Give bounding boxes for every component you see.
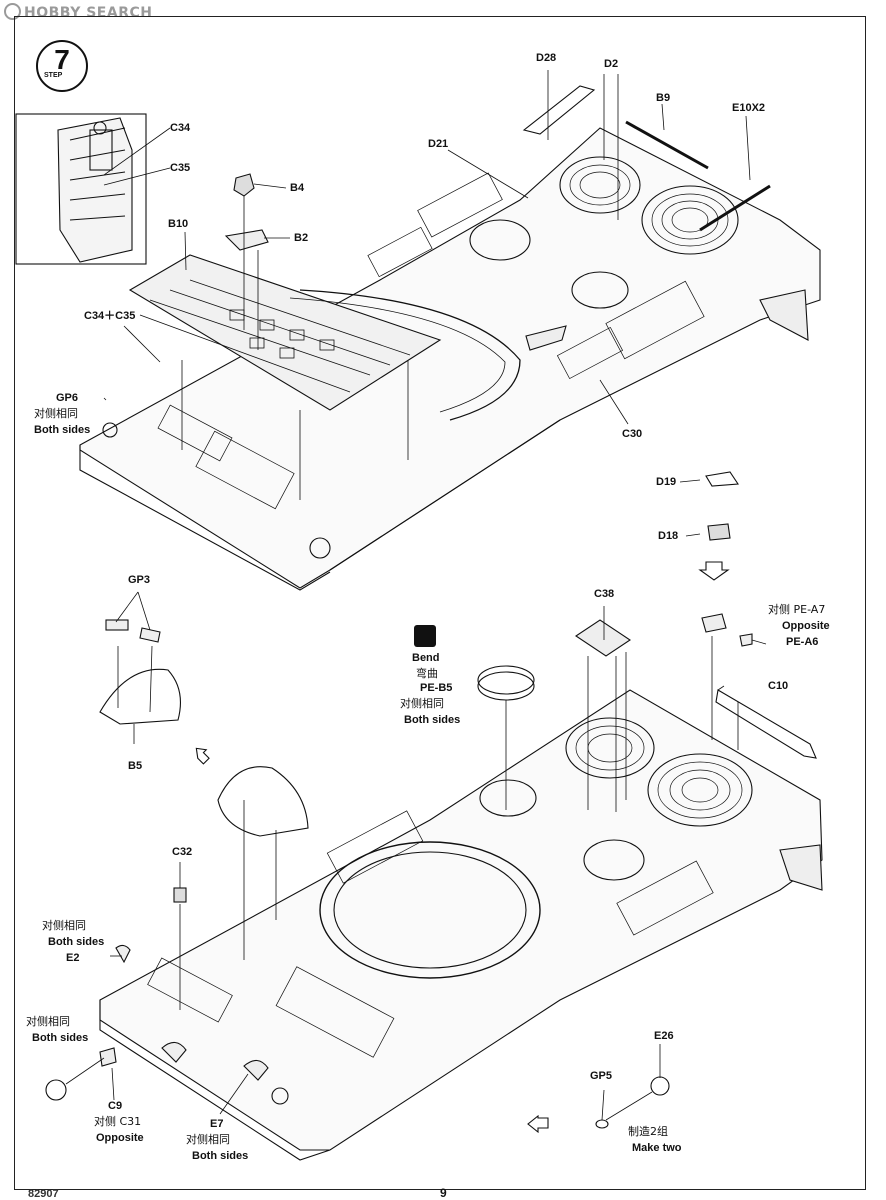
part-gp5 [595,1119,609,1129]
part-b2 [224,229,269,251]
part-e10 [699,184,771,232]
label-c32: C32 [172,846,193,858]
label-b9: B9 [656,92,671,104]
label-c30: C30 [622,428,643,440]
label-c35: C35 [170,162,191,174]
label-bend-en: Bend [412,652,440,664]
label-d28: D28 [536,52,557,64]
label-gp6-cn: 对侧相同 [34,407,78,420]
label-c9-side-en: Both sides [32,1032,89,1044]
arrow-down-icon [698,561,730,581]
label-d2: D2 [604,58,619,70]
bend-icon [414,625,436,647]
label-d21: D21 [428,138,449,150]
part-gp3-b [139,627,161,643]
part-d19 [705,471,739,487]
label-e7-cn: 对侧相同 [186,1133,230,1146]
part-e2 [115,944,131,964]
label-gp3: GP3 [128,574,151,586]
part-b9 [625,120,709,170]
label-make-two-cn: 制造2组 [628,1125,668,1138]
label-b2: B2 [294,232,309,244]
part-pe-a7 [701,613,727,633]
watermark-logo-icon [4,3,21,20]
page-number: 9 [440,1186,447,1200]
label-pe-a6: PE-A6 [786,636,819,648]
label-c34-c35: C34＋C35 [84,310,136,322]
label-b10: B10 [168,218,189,230]
label-b4: B4 [290,182,305,194]
label-pe-a7-en: Opposite [782,620,830,632]
part-c10 [715,689,817,759]
part-d18 [707,523,731,541]
label-c9: C9 [108,1100,123,1112]
arrow-diag-icon [195,747,210,765]
label-b5: B5 [128,760,143,772]
part-c38 [575,619,631,657]
hobby-search-watermark: HOBBY SEARCH [4,3,152,21]
step-word: STEP [44,72,63,79]
label-pe-b5-en: Both sides [404,714,461,726]
label-e2-en: Both sides [48,936,105,948]
label-pe-b5: PE-B5 [420,682,453,694]
label-e10x2: E10X2 [732,102,766,114]
step-number: 7 [54,44,70,75]
part-d28 [522,85,596,135]
part-gp3-a [105,619,129,631]
part-c9 [45,1079,67,1101]
doc-code: 82907 [28,1188,59,1200]
part-e7 [243,1059,269,1081]
label-c31-cn: 对侧 C31 [94,1115,142,1128]
arrow-left-icon [527,1114,549,1134]
part-b4 [233,173,255,197]
label-d19: D19 [656,476,677,488]
label-e2-cn: 对侧相同 [42,919,86,932]
watermark-text: HOBBY SEARCH [24,5,153,21]
label-c31-en: Opposite [96,1132,144,1144]
label-pe-b5-cn: 对侧相同 [400,697,444,710]
label-e2: E2 [66,952,80,964]
part-c32 [173,887,187,903]
label-e26: E26 [654,1030,674,1042]
page-frame [14,16,866,1190]
label-c9-side-cn: 对侧相同 [26,1015,70,1028]
part-b5 [99,668,181,725]
label-gp6-en: Both sides [34,424,91,436]
label-e7: E7 [210,1118,224,1130]
label-make-two-en: Make two [632,1142,682,1154]
label-gp5: GP5 [590,1070,613,1082]
label-c34: C34 [170,122,191,134]
label-gp6: GP6 [56,392,79,404]
label-pe-a7-cn: 对侧 PE-A7 [768,603,826,616]
label-d18: D18 [658,530,679,542]
label-bend-cn: 弯曲 [416,667,438,680]
part-pe-a6 [739,633,753,647]
label-c10: C10 [768,680,789,692]
label-e7-en: Both sides [192,1150,249,1162]
part-e26 [650,1076,670,1096]
part-pe-b5 [477,665,535,695]
step-badge: 7 STEP [36,40,88,92]
part-c30 [525,325,567,351]
label-c38: C38 [594,588,615,600]
